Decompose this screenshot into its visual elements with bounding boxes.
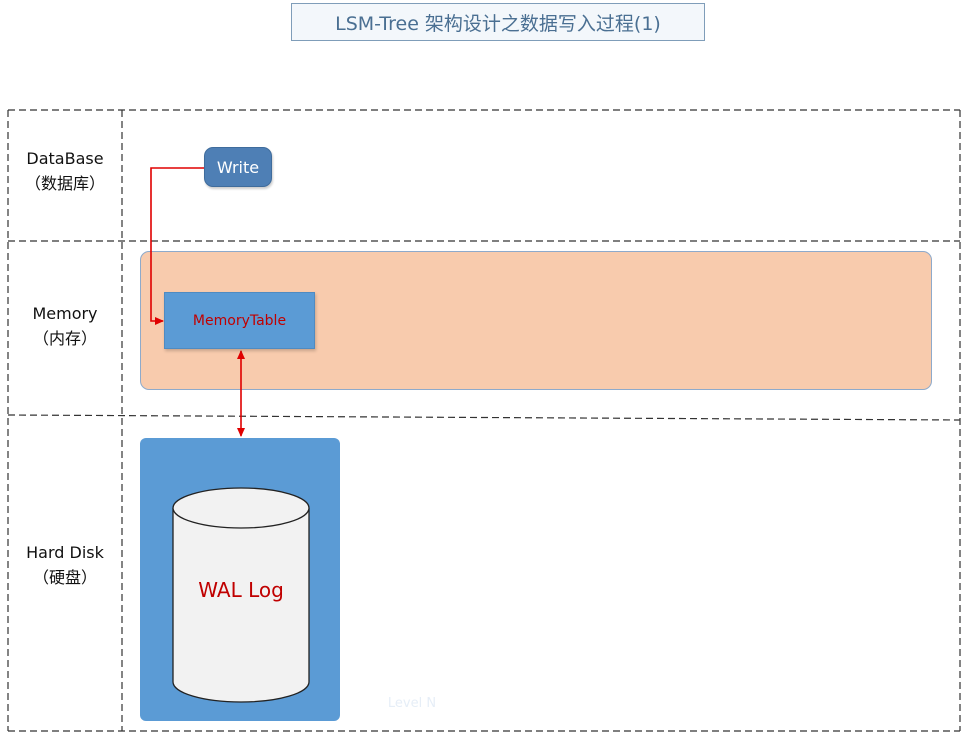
lane-name-hard-disk: Hard Disk: [26, 543, 104, 562]
lane-sub-hard-disk: （硬盘）: [32, 568, 97, 587]
lane-name-database: DataBase: [26, 149, 104, 168]
lane-name-memory: Memory: [32, 304, 98, 323]
faint-level-label: Level N: [387, 696, 437, 711]
memory-table-node: MemoryTable: [164, 292, 315, 349]
lane-label-memory: Memory （内存）: [8, 301, 122, 351]
lane-label-database: DataBase （数据库）: [8, 146, 122, 196]
wal-log-cylinder-icon: [172, 487, 310, 703]
lane-sub-database: （数据库）: [24, 174, 105, 193]
lane-sub-memory: （内存）: [32, 329, 97, 348]
write-node: Write: [204, 147, 272, 187]
lane-label-hard-disk: Hard Disk （硬盘）: [8, 540, 122, 590]
diagram-title: LSM-Tree 架构设计之数据写入过程(1): [291, 3, 705, 41]
wal-log-label: WAL Log: [198, 578, 284, 602]
write-to-memtable-arrow: [150, 167, 204, 325]
lane-divider-memory-disk: [7, 414, 961, 421]
